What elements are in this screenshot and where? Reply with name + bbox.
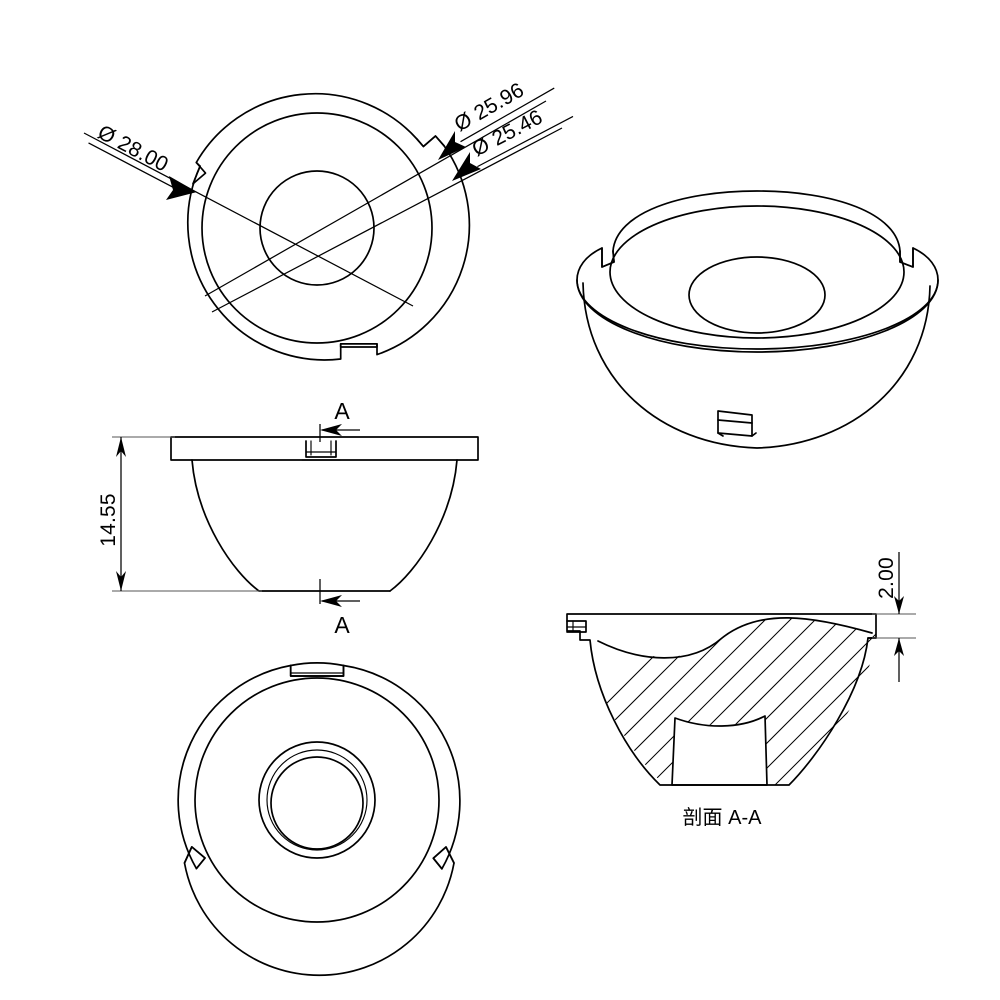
view-bottom <box>177 662 461 977</box>
section-bottom-pocket <box>671 715 768 786</box>
dim-underline-2546 <box>477 115 574 168</box>
section-inner-void-fill <box>598 614 872 657</box>
view-isometric <box>576 190 939 449</box>
section-left-notch-inner <box>566 620 587 633</box>
dim-leader-28 <box>83 132 414 307</box>
section-dim-arrow-top <box>894 596 904 614</box>
iso-bowl-opening-ellipse <box>688 256 826 334</box>
section-outer-profile <box>566 613 877 786</box>
section-bottom-pocket-fill <box>672 716 767 785</box>
bottom-inner-ring <box>194 677 440 923</box>
section-caption: 剖面 A-A <box>683 806 763 829</box>
bottom-notch-top <box>289 664 345 677</box>
front-center-boss-inner <box>305 440 337 456</box>
front-bowl-right <box>389 459 458 592</box>
bottom-boss-mid <box>266 749 368 851</box>
section-dim-arrow-bottom <box>894 638 904 656</box>
iso-flange-ellipse <box>609 205 905 339</box>
iso-rim-outer-bottom <box>576 279 939 350</box>
top-outer-ring-outline <box>186 92 471 361</box>
front-center-boss <box>305 440 337 458</box>
dim-arrow-2546 <box>452 152 481 181</box>
dim-leader-2596 <box>204 100 547 297</box>
section-thickness-label: 2.00 <box>875 557 898 599</box>
bottom-notch-right <box>432 846 455 870</box>
front-bowl-left <box>191 459 260 592</box>
bottom-outer-arc <box>177 664 461 977</box>
dim-leader-2546 <box>211 127 563 313</box>
dim-underline-28 <box>88 142 185 194</box>
top-notch-right <box>416 135 446 148</box>
dim-underline-2596 <box>460 87 555 143</box>
bottom-notch-left <box>183 846 206 870</box>
front-dim-arrow-top <box>116 437 126 457</box>
section-marker-label-top: A <box>334 398 350 424</box>
section-cut-arrowhead-bottom <box>320 595 342 607</box>
iso-bottom-tab-side <box>717 432 757 437</box>
iso-notch-right <box>899 247 914 268</box>
bottom-boss-outer <box>258 741 376 859</box>
front-dim-arrow-bottom <box>116 571 126 591</box>
section-marker-label-bottom: A <box>334 612 350 638</box>
dim-arrow-2596 <box>438 131 466 160</box>
iso-notch-left <box>601 247 615 268</box>
iso-bowl-body <box>582 282 931 449</box>
section-cavity-surface <box>597 617 873 659</box>
front-height-label: 14.55 <box>97 493 120 547</box>
dim-arrow-28 <box>166 176 197 200</box>
bottom-boss-inner <box>270 756 364 850</box>
iso-bottom-tab-edge <box>717 419 753 424</box>
section-cut-arrowhead-top <box>320 424 342 436</box>
view-front: 14.55 A A <box>97 398 479 638</box>
top-notch-left <box>192 161 207 185</box>
top-notch-bottom <box>339 343 378 348</box>
top-inner-flange-circle <box>201 112 433 344</box>
top-bowl-circle <box>259 170 375 286</box>
